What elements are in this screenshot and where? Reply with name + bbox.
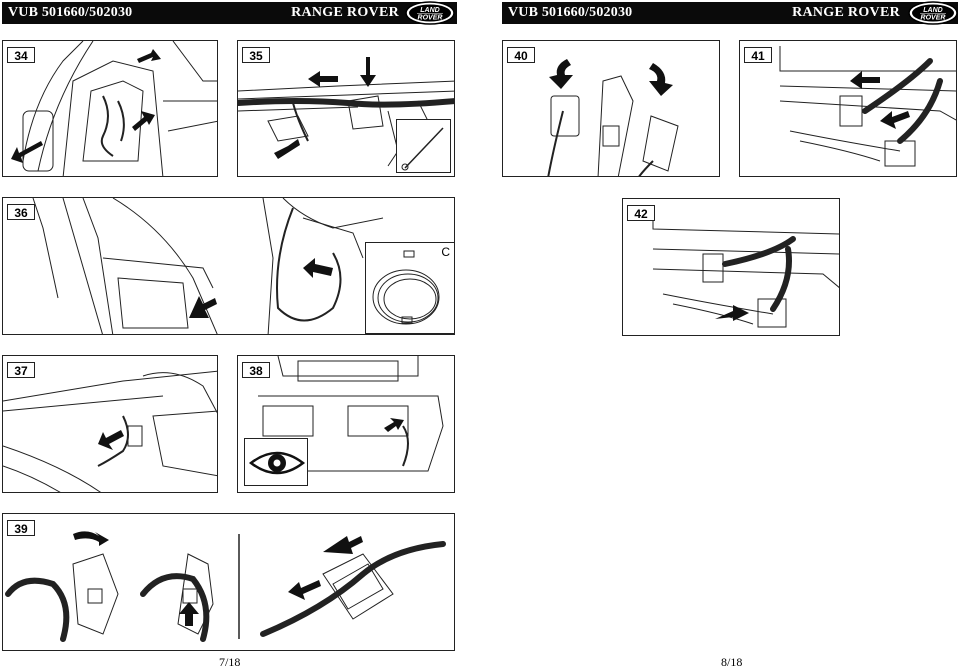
cable-tie-callout — [396, 119, 451, 173]
step-40-panel: 40 — [502, 40, 720, 177]
logo-text-bottom: ROVER — [921, 15, 946, 22]
step-number: 36 — [7, 204, 35, 220]
step-39-illustration — [5, 531, 446, 642]
step-39-panel: 39 — [2, 513, 455, 651]
step-35-illustration — [238, 57, 454, 167]
movement-arrow-icon — [549, 59, 673, 96]
vehicle-name: RANGE ROVER — [291, 5, 399, 20]
land-rover-logo: LAND ROVER — [908, 1, 958, 25]
step-38-panel: 38 — [237, 355, 455, 493]
movement-arrow-icon — [11, 49, 161, 163]
step-34-panel: 34 — [2, 40, 218, 177]
movement-arrow-icon — [73, 531, 363, 626]
document-reference: VUB 501660/502030 — [8, 5, 133, 20]
movement-arrow-icon — [98, 430, 124, 450]
step-40-illustration — [547, 59, 679, 176]
step-number: 35 — [242, 47, 270, 63]
cable-tie-icon — [401, 127, 444, 171]
logo-text-bottom: ROVER — [418, 15, 443, 22]
step-36-panel: 36 C — [2, 197, 455, 335]
callout-label: C — [441, 245, 450, 259]
step-number: 39 — [7, 520, 35, 536]
movement-arrow-icon — [189, 258, 333, 318]
step-41-illustration — [779, 46, 956, 167]
page-number: 8/18 — [721, 655, 743, 669]
movement-arrow-icon — [274, 57, 376, 159]
movement-arrow-icon — [850, 71, 910, 129]
page-header-left: VUB 501660/502030 RANGE ROVER — [2, 2, 457, 24]
step-42-panel: 42 — [622, 198, 840, 336]
vehicle-name: RANGE ROVER — [792, 5, 900, 20]
land-rover-logo: LAND ROVER — [405, 1, 455, 25]
step-41-panel: 41 — [739, 40, 957, 177]
step-number: 42 — [627, 205, 655, 221]
step-34-illustration — [11, 41, 217, 176]
step-36-illustration — [32, 198, 384, 334]
step-37-panel: 37 — [2, 355, 218, 493]
inspect-callout — [244, 438, 308, 486]
movement-arrow-icon — [715, 305, 749, 321]
logo-text-top: LAND — [420, 7, 439, 14]
step-number: 40 — [507, 47, 535, 63]
step-number: 38 — [242, 362, 270, 378]
step-number: 34 — [7, 47, 35, 63]
step-37-illustration — [3, 370, 217, 492]
step-42-illustration — [652, 209, 839, 328]
eye-icon — [248, 451, 306, 475]
document-reference: VUB 501660/502030 — [508, 5, 633, 20]
movement-arrow-icon — [384, 418, 404, 432]
logo-text-top: LAND — [923, 7, 942, 14]
step-35-panel: 35 — [237, 40, 455, 177]
page-number: 7/18 — [219, 655, 241, 669]
harness-coil-icon — [372, 250, 440, 325]
step-number: 41 — [744, 47, 772, 63]
harness-callout-c: C — [365, 242, 454, 334]
step-38-illustration — [258, 356, 444, 472]
step-number: 37 — [7, 362, 35, 378]
page-header-right: VUB 501660/502030 RANGE ROVER — [502, 2, 958, 24]
